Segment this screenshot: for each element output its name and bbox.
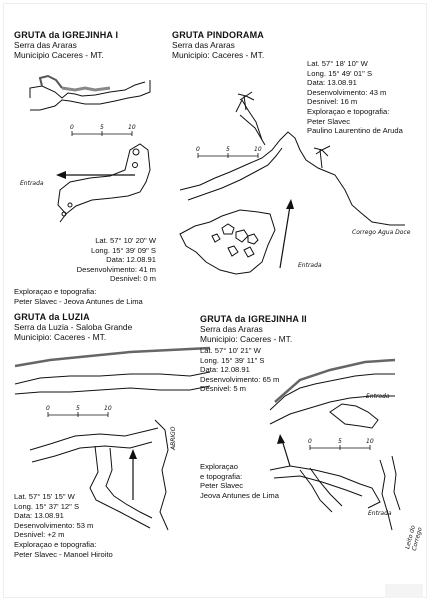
development: Desenvolvimento: 41 m (76, 264, 156, 274)
scale-tick-0: 0 (70, 124, 74, 131)
panel-pindorama: GRUTA PINDORAMA Serra das Araras Municip… (172, 30, 264, 60)
scale-tick-5: 5 (226, 146, 230, 153)
scale-tick-10: 10 (254, 146, 262, 153)
level-difference: Desnivel: +2 m (14, 530, 65, 540)
page-frame (3, 3, 427, 598)
entrada-label: Entrada (366, 393, 390, 400)
latitude: Lat. 57° 10' 21" W (200, 346, 261, 355)
entrada-label-plan: Entrada (368, 510, 392, 517)
scale-bar (197, 153, 259, 158)
credits-names: Peter Slavec - Jeova Antunes de Lima (14, 296, 143, 306)
igrejinha-2-credits: Exploraçao e topografia: Peter Slavec Je… (200, 462, 279, 500)
longitude: Long. 15° 39' 09" S (90, 245, 156, 255)
development: Desenvolvimento: 53 m (14, 520, 94, 530)
credits-heading-2: e topografia: (200, 471, 243, 481)
scale-tick-5: 5 (100, 124, 104, 131)
scale-tick-10: 10 (366, 438, 374, 445)
north-arrow (277, 434, 285, 444)
credit-2: Paulino Laurentino de Aruda (307, 126, 403, 136)
corrego-label: Corrego Agua Doce (352, 229, 411, 236)
scale-bar (47, 412, 109, 417)
panel-luzia: GRUTA da LUZIA Serra da Luzia - Saloba G… (14, 312, 132, 342)
level-difference: Desnivel: 16 m (307, 97, 358, 107)
igrejinha-1-info: Lat. 57° 10' 20" W Long. 15° 39' 09" S D… (44, 236, 156, 284)
entrada-label: Entrada (298, 262, 322, 269)
credits-heading: Exploraçao e topografia: (14, 539, 97, 549)
scale-tick-0: 0 (196, 146, 200, 153)
cave-title: GRUTA da IGREJINHA II (200, 314, 307, 324)
luzia-info: Lat. 57° 15' 15" W Long. 15° 37' 12" S D… (14, 492, 113, 559)
scale-bar (309, 445, 371, 450)
latitude: Lat. 57° 10' 20" W (95, 236, 156, 245)
longitude: Long. 15° 37' 12" S (14, 501, 80, 511)
cave-serra: Serra das Araras (14, 40, 77, 50)
date: Data: 13.08.91 (14, 511, 64, 521)
latitude: Lat. 57° 15' 15" W (14, 492, 75, 501)
scale-tick-5: 5 (76, 405, 80, 412)
credit-1: Peter Slavec (200, 481, 244, 491)
panel-igrejinha-2: GRUTA da IGREJINHA II Serra das Araras M… (200, 314, 307, 344)
scale-tick-0: 0 (308, 438, 312, 445)
date: Data: 12.08.91 (106, 255, 156, 265)
north-arrow (129, 449, 137, 459)
cave-title: GRUTA PINDORAMA (172, 30, 264, 40)
igrejinha-2-info: Lat. 57° 10' 21" W Long. 15° 39' 11" S D… (200, 346, 279, 394)
level-difference: Desnivel: 5 m (200, 384, 247, 394)
credits-heading-1: Exploraçao (200, 462, 238, 471)
longitude: Long. 15° 39' 11" S (200, 355, 265, 365)
credits-heading: Exploraçao e topografia: (14, 287, 97, 296)
credit-1: Peter Slavec (307, 116, 351, 126)
scale-tick-5: 5 (338, 438, 342, 445)
cave-municipio: Municipio: Caceres - MT. (14, 332, 107, 342)
cave-serra: Serra da Luzia - Saloba Grande (14, 322, 133, 332)
latitude: Lat. 57° 18' 10" W (307, 59, 368, 68)
cave-serra: Serra das Araras (172, 40, 235, 50)
north-arrow (286, 199, 294, 209)
development: Desenvolvimento: 65 m (200, 374, 280, 384)
longitude: Long. 15° 49' 01" S (307, 68, 373, 78)
entrada-label: Entrada (20, 180, 44, 187)
scale-bar (71, 131, 133, 136)
cave-municipio: Municipio Caceres - MT. (14, 50, 104, 60)
cave-municipio: Municipio: Caceres - MT. (172, 50, 265, 60)
pindorama-info: Lat. 57° 18' 10" W Long. 15° 49' 01" S D… (307, 59, 403, 136)
level-difference: Desnivel: 0 m (109, 274, 156, 284)
scan-smudge (385, 584, 423, 598)
cave-serra: Serra das Araras (200, 324, 263, 334)
credits-heading: Exploraçao e topografia: (307, 106, 390, 116)
cave-title: GRUTA da IGREJINHA I (14, 30, 119, 40)
date: Data: 13.08.91 (307, 78, 357, 88)
scale-tick-10: 10 (128, 124, 136, 131)
scale-tick-10: 10 (104, 405, 112, 412)
scale-tick-0: 0 (46, 405, 50, 412)
panel-igrejinha-1: GRUTA da IGREJINHA I Serra das Araras Mu… (14, 30, 118, 60)
cave-title: GRUTA da LUZIA (14, 312, 90, 322)
credit-2: Jeova Antunes de Lima (200, 490, 279, 500)
credits-names: Peter Slavec - Manoel Hiroito (14, 549, 113, 559)
development: Desenvolvimento: 43 m (307, 87, 387, 97)
igrejinha-1-credits: Exploraçao e topografia: Peter Slavec - … (14, 287, 143, 306)
cave-municipio: Municipio: Caceres - MT. (200, 334, 293, 344)
north-arrow (56, 171, 66, 179)
date: Data: 12.08.91 (200, 365, 250, 375)
